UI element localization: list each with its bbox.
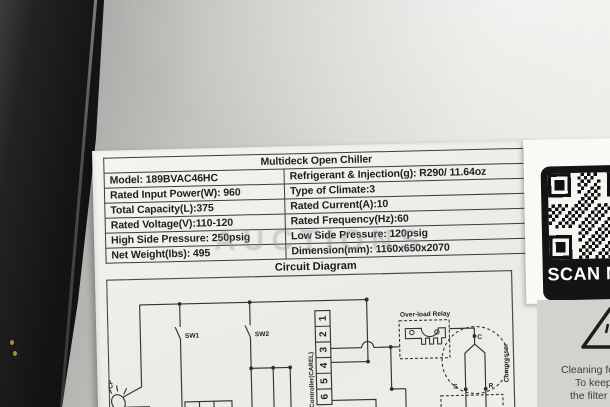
care-line: the filter — [570, 390, 608, 402]
spec-label: Multideck Open Chiller Model: 189BVAC46H… — [92, 140, 540, 407]
qr-finder-top-left — [547, 173, 572, 198]
junction-dots — [177, 297, 488, 392]
qr-finder-bottom-left — [549, 234, 573, 260]
power-plug-symbol — [108, 385, 128, 407]
scan-me-text: SCAN ME — [547, 262, 610, 285]
terminal-1: 1 — [318, 315, 329, 321]
controller-label: Controller(CAREL) — [308, 352, 316, 407]
circuit-wires — [122, 298, 488, 407]
terminal-s-label: S — [453, 383, 458, 390]
spec-table: Multideck Open Chiller Model: 189BVAC46H… — [103, 148, 527, 264]
sw2-label: SW2 — [255, 331, 270, 338]
care-line: To keep t — [575, 377, 610, 389]
terminal-5: 5 — [319, 378, 330, 384]
starter-component — [440, 393, 505, 407]
terminal-2: 2 — [318, 331, 329, 337]
care-sticker: Cleaning for To keep t the filter — [537, 300, 610, 407]
circuit-border — [106, 270, 516, 407]
care-text: Cleaning for To keep t the filter — [561, 364, 610, 403]
terminal-r-label: R — [489, 383, 494, 390]
compressor-label: Compressor — [503, 343, 511, 382]
warning-triangle-icon — [581, 307, 610, 349]
qr-code-pattern — [547, 171, 610, 260]
circuit-diagram: CP SW1 SW2 1 2 3 4 — [106, 270, 516, 407]
terminal-6: 6 — [320, 393, 331, 399]
overload-relay: Over-load Relay — [398, 311, 451, 360]
controller-strip: 1 2 3 4 5 6 Controller(CAREL) — [308, 309, 333, 407]
terminal-block — [184, 400, 234, 407]
spec-cell-weight: Net Weight(lbs): 495 — [105, 243, 287, 264]
terminal-3: 3 — [318, 346, 329, 352]
qr-frame: SCAN ME — [540, 164, 610, 301]
care-line: Cleaning for — [561, 364, 610, 376]
gold-speck — [10, 340, 14, 345]
terminal-c-label: C — [477, 334, 482, 341]
sw1-label: SW1 — [185, 333, 200, 340]
panel-highlight-edge — [58, 0, 98, 407]
plug-label: CP — [107, 380, 114, 389]
overload-relay-label: Over-load Relay — [400, 311, 451, 319]
qr-code — [547, 171, 610, 260]
compressor: C S R Compressor — [441, 325, 511, 395]
gold-speck — [13, 351, 17, 356]
qr-sticker: SCAN ME — [523, 138, 610, 304]
terminal-4: 4 — [319, 362, 330, 368]
